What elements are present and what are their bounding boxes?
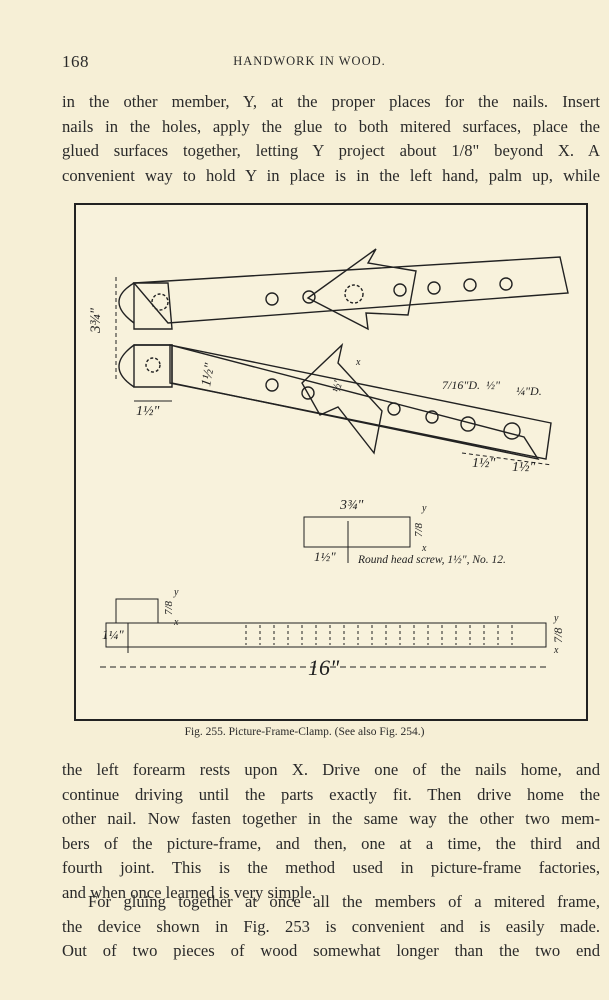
dim-label: 1½": [199, 362, 218, 388]
dim-label: 7/16"D.: [442, 378, 480, 392]
paragraph-bottom: the left forearm rests upon X. Drive one…: [62, 758, 600, 905]
text-line: bers of the picture-frame, and then, one…: [62, 833, 600, 853]
dim-label: 1½": [136, 404, 160, 419]
text-line: in the other member, Y, at the proper pl…: [62, 92, 600, 111]
paragraph-top: in the other member, Y, at the proper pl…: [62, 90, 600, 188]
keyhole-slots-upper: [265, 277, 513, 306]
text-line: nails in the holes, apply the glue to bo…: [62, 116, 600, 136]
running-head: HANDWORK IN WOOD.: [233, 54, 386, 68]
text-line: convenient way to hold Y in place is in …: [62, 165, 600, 185]
dim-label: ¼"D.: [516, 384, 542, 398]
keyhole-slots-lower: [265, 378, 521, 440]
picture-frame-clamp-drawing: 3¾" 1½" 1½" ½" 7/16"D. ½" ¼"D. 1½" 1½" 3…: [88, 248, 569, 680]
text-line: For gluing together at once all the memb…: [88, 892, 600, 911]
upper-strip: [118, 256, 569, 330]
dim-label: 7/8: [551, 628, 565, 643]
axis-letter: x: [421, 543, 427, 554]
dimension-lines: [100, 277, 553, 668]
dim-label: 1½": [472, 456, 496, 471]
upper-arrow: [306, 248, 417, 331]
page-number: 168: [62, 52, 89, 71]
axis-letter: y: [553, 613, 559, 624]
dim-label: 1½": [314, 549, 336, 564]
dim-label: ½": [486, 378, 501, 392]
dim-label: 1½": [512, 460, 536, 475]
dim-label: 7/8: [163, 600, 175, 615]
text-line: fourth joint. This is the method used in…: [62, 858, 600, 877]
paragraph-next: For gluing together at once all the memb…: [62, 890, 600, 964]
axis-letter: x: [553, 645, 559, 656]
figure-labels: 3¾" 1½" 1½" ½" 7/16"D. ½" ¼"D. 1½" 1½" 3…: [88, 307, 565, 680]
text-line: Out of two pieces of wood somewhat longe…: [62, 941, 600, 960]
text-line: other nail. Now fasten together in the s…: [62, 809, 600, 828]
lower-strip: [118, 344, 552, 461]
dim-label: 1¼": [102, 627, 124, 642]
lower-arrow: [301, 342, 383, 455]
text-line: the left forearm rests upon X. Drive one…: [62, 760, 600, 779]
text-line: glued surfaces together, letting Y proje…: [62, 141, 600, 160]
text-line: continue driving until the parts exactly…: [62, 784, 600, 804]
dim-label: 7/8: [413, 522, 425, 537]
figure-caption: Fig. 255. Picture-Frame-Clamp. (See also…: [184, 726, 425, 738]
dim-label: ½": [329, 376, 345, 393]
dim-label: 3¾": [88, 307, 104, 334]
axis-letter: y: [173, 587, 179, 598]
screw-note: Round head screw, 1½", No. 12.: [357, 554, 506, 566]
axis-letter: x: [173, 617, 179, 628]
text-line: the device shown in Fig. 253 is convenie…: [62, 916, 600, 936]
axis-letter: x: [355, 357, 361, 368]
axis-letter: y: [421, 503, 427, 514]
figure-frame: 3¾" 1½" 1½" ½" 7/16"D. ½" ¼"D. 1½" 1½" 3…: [74, 203, 588, 721]
dim-label: 3¾": [339, 498, 364, 513]
dim-label: 16": [308, 655, 340, 680]
text-line: and when once learned is very simple.: [62, 882, 316, 902]
